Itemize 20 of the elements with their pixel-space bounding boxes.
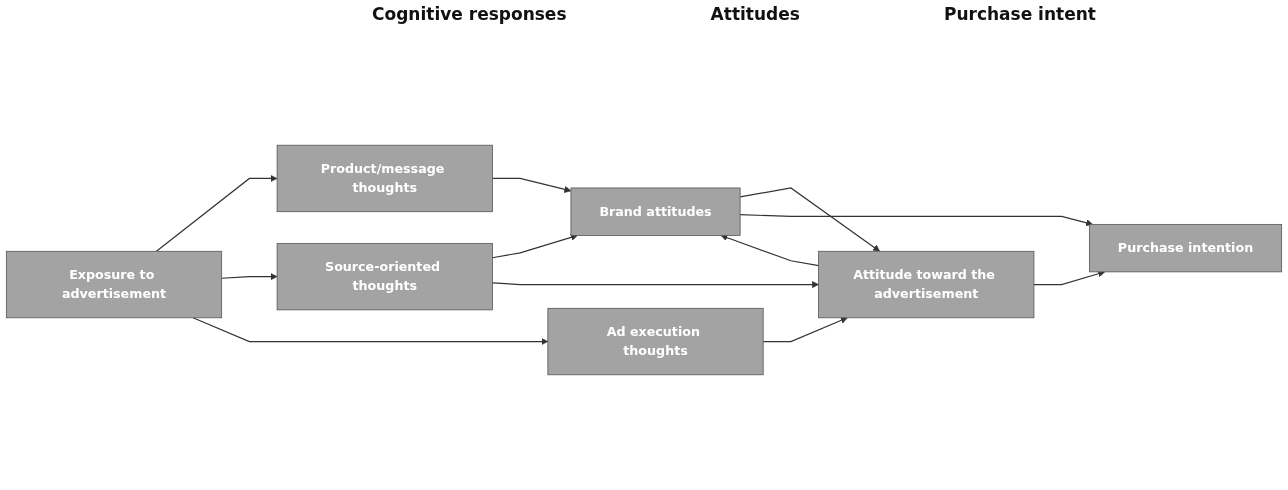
node-box: Purchase intention [1088, 223, 1283, 273]
node-box: Source-oriented thoughts [276, 242, 493, 311]
arrow [221, 273, 278, 281]
arrow [739, 214, 1093, 227]
arrow [491, 233, 578, 259]
arrow [155, 174, 278, 252]
node-box: Exposure to advertisement [5, 250, 223, 319]
node-box: Brand attitudes [570, 187, 741, 236]
arrow [192, 317, 549, 346]
arrow [491, 281, 819, 289]
node-box: Product/message thoughts [276, 144, 493, 213]
arrow [762, 317, 848, 343]
column-heading: Attitudes [710, 4, 800, 26]
arrow [739, 187, 880, 252]
node-box: Attitude toward the advertisement [818, 250, 1035, 319]
arrow [491, 177, 572, 193]
node-box: Ad execution thoughts [547, 307, 764, 376]
column-heading: Purchase intent [943, 4, 1096, 26]
column-heading: Cognitive responses [372, 4, 567, 26]
arrow [720, 234, 820, 267]
